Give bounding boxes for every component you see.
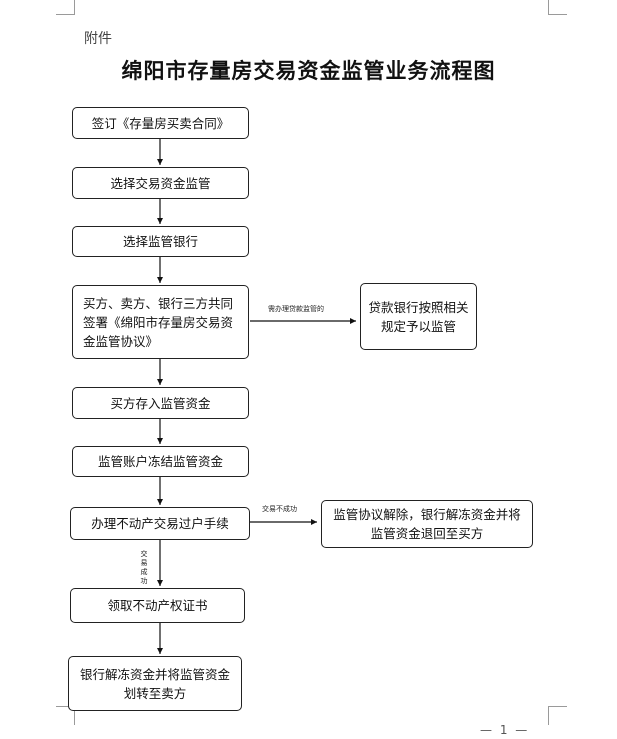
step-freeze-funds: 监管账户冻结监管资金 — [72, 446, 249, 477]
edge-label-deal-success: 交易成功 — [140, 550, 148, 585]
side-loan-bank-supervision: 贷款银行按照相关规定予以监管 — [360, 283, 477, 350]
crop-mark-bottom-left — [56, 706, 75, 725]
step-tripartite-agreement: 买方、卖方、银行三方共同签署《绵阳市存量房交易资金监管协议》 — [72, 285, 249, 359]
step-transfer-procedure: 办理不动产交易过户手续 — [70, 507, 250, 540]
step-get-certificate: 领取不动产权证书 — [70, 588, 245, 623]
page-number: — 1 — — [480, 723, 530, 737]
side-agreement-cancel: 监管协议解除，银行解冻资金并将监管资金退回至买方 — [321, 500, 533, 548]
crop-mark-top-left — [56, 0, 75, 15]
step-deposit-funds: 买方存入监管资金 — [72, 387, 249, 419]
edge-label-loan-needed: 需办理贷款监管的 — [268, 305, 324, 313]
attachment-label: 附件 — [84, 31, 112, 47]
step-choose-bank: 选择监管银行 — [72, 226, 249, 257]
page-title: 绵阳市存量房交易资金监管业务流程图 — [121, 58, 496, 83]
step-sign-contract: 签订《存量房买卖合同》 — [72, 107, 249, 139]
crop-mark-bottom-right — [548, 706, 567, 725]
crop-mark-top-right — [548, 0, 567, 15]
edge-label-deal-failed: 交易不成功 — [262, 505, 297, 513]
step-release-to-seller: 银行解冻资金并将监管资金划转至卖方 — [68, 656, 242, 711]
step-choose-supervision: 选择交易资金监管 — [72, 167, 249, 199]
